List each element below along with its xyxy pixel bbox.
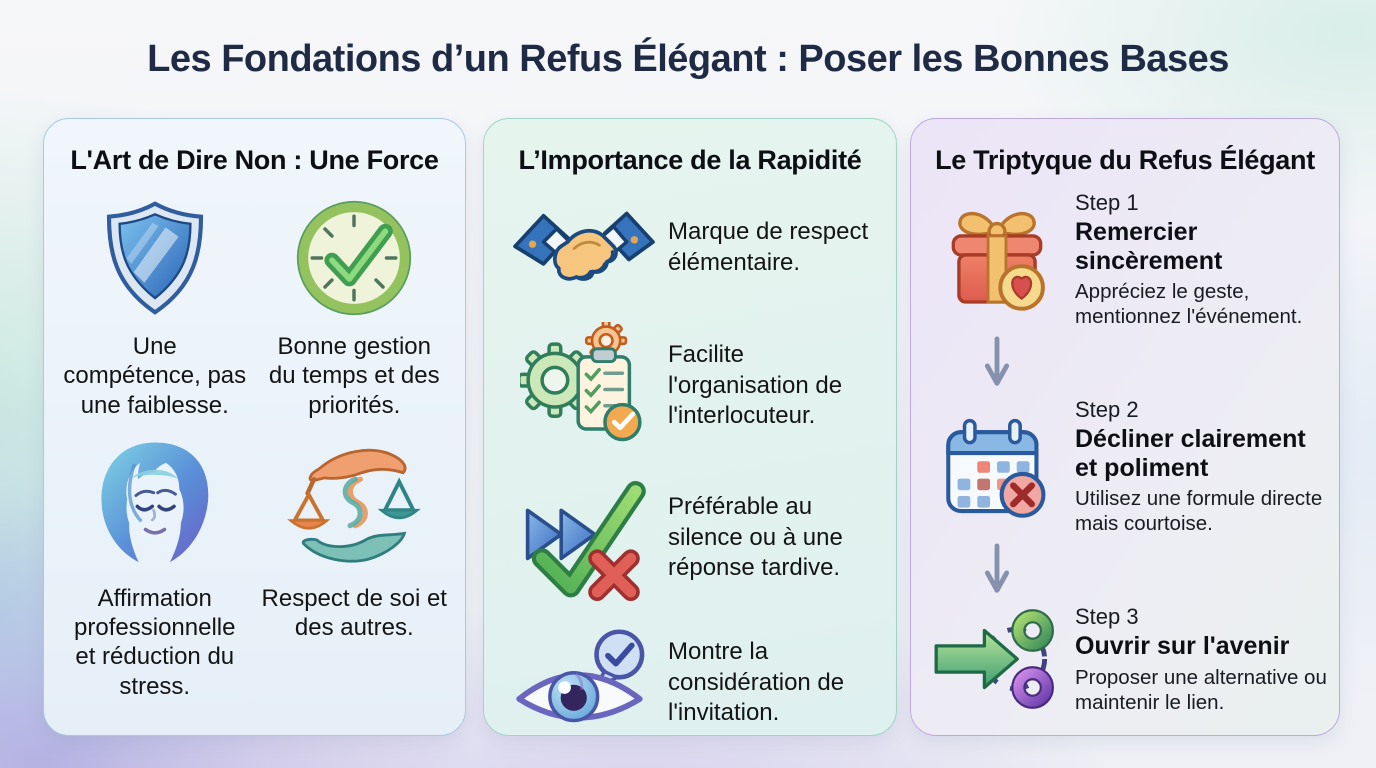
card2-item-respect-text: Marque de respect élémentaire. (668, 218, 869, 276)
card2-item-consideration: Montre la considération de l'invitation. (500, 626, 878, 740)
card1-item-affirmation: Affirmation professionnelle et réduction… (58, 434, 252, 701)
card3-title: Le Triptyque du Refus Élégant (935, 145, 1315, 175)
step-1-heading: Remercier sincèrement (1075, 218, 1223, 275)
step-2-heading: Décliner clairement et poliment (1075, 425, 1306, 482)
card2-item-organisation: Facilite l'organisation de l'interlocute… (500, 322, 878, 450)
card2-rows: Marque de respect élémentaire. (484, 176, 896, 740)
card2-item-preferable: Préférable au silence ou à une réponse t… (500, 472, 878, 604)
down-arrow-icon (984, 336, 1010, 386)
card3-steps: Step 1 Remercier sincèrement Appréciez l… (911, 176, 1339, 715)
card2-item-consideration-text: Montre la considération de l'invitation. (668, 637, 845, 727)
step-1-text: Step 1 Remercier sincèrement Appréciez l… (1075, 190, 1327, 329)
card2-title: L’Importance de la Rapidité (518, 145, 862, 175)
card1-item-competence: Une compétence, pas une faiblesse. (58, 192, 252, 420)
step-3-label: Step 3 (1075, 604, 1139, 629)
step-2: Step 2 Décliner clairement et poliment U… (933, 397, 1327, 536)
clock-check-icon (296, 192, 412, 324)
eye-speech-check-icon (500, 626, 668, 740)
step-1: Step 1 Remercier sincèrement Appréciez l… (933, 190, 1327, 329)
card1-item-respect: Respect de soi et des autres. (258, 434, 452, 701)
down-arrow-icon (984, 543, 1010, 593)
card-art-de-dire-non: L'Art de Dire Non : Une Force Une compét… (43, 118, 466, 736)
arrow-step2-step3 (933, 536, 1061, 604)
card2-item-respect: Marque de respect élémentaire. (500, 196, 878, 300)
card1-item-gestion: Bonne gestion du temps et des priorités. (258, 192, 452, 420)
shield-icon (96, 192, 214, 324)
card1-grid: Une compétence, pas une faiblesse. Bonne… (44, 176, 465, 701)
step-2-text: Step 2 Décliner clairement et poliment U… (1075, 397, 1327, 536)
card2-item-organisation-text: Facilite l'organisation de l'interlocute… (668, 340, 843, 430)
card-triptyque-refus: Le Triptyque du Refus Élégant (910, 118, 1340, 736)
arrow-step1-step2 (933, 329, 1061, 397)
card1-item-respect-text: Respect de soi et des autres. (261, 584, 447, 642)
step-3: Step 3 Ouvrir sur l'avenir Proposer une … (933, 604, 1327, 715)
step-2-label: Step 2 (1075, 397, 1139, 422)
handshake-icon (500, 196, 668, 300)
calm-face-icon (87, 434, 223, 576)
step-1-label: Step 1 (1075, 190, 1139, 215)
card1-item-competence-text: Une compétence, pas une faiblesse. (63, 333, 247, 419)
step-2-desc: Utilisez une formule directe mais courto… (1075, 487, 1323, 535)
calendar-decline-icon (933, 409, 1061, 525)
gift-heart-icon (933, 201, 1061, 319)
card1-title: L'Art de Dire Non : Une Force (70, 145, 439, 175)
card2-item-preferable-text: Préférable au silence ou à une réponse t… (668, 492, 843, 582)
future-link-icon (933, 604, 1061, 714)
balance-hands-icon (283, 434, 425, 576)
step-1-desc: Appréciez le geste, mentionnez l'événeme… (1075, 280, 1303, 328)
gears-clipboard-icon (500, 322, 668, 450)
step-3-desc: Proposer une alternative ou maintenir le… (1075, 665, 1327, 714)
step-3-heading: Ouvrir sur l'avenir (1075, 632, 1290, 660)
step-3-text: Step 3 Ouvrir sur l'avenir Proposer une … (1075, 604, 1327, 715)
card1-item-affirmation-text: Affirmation professionnelle et réduction… (74, 584, 236, 700)
card-importance-rapidite: L’Importance de la Rapidité (483, 118, 897, 736)
page-title: Les Fondations d’un Refus Élégant : Pose… (147, 38, 1229, 80)
card1-item-gestion-text: Bonne gestion du temps et des priorités. (268, 333, 440, 419)
fast-forward-check-icon (500, 472, 668, 604)
